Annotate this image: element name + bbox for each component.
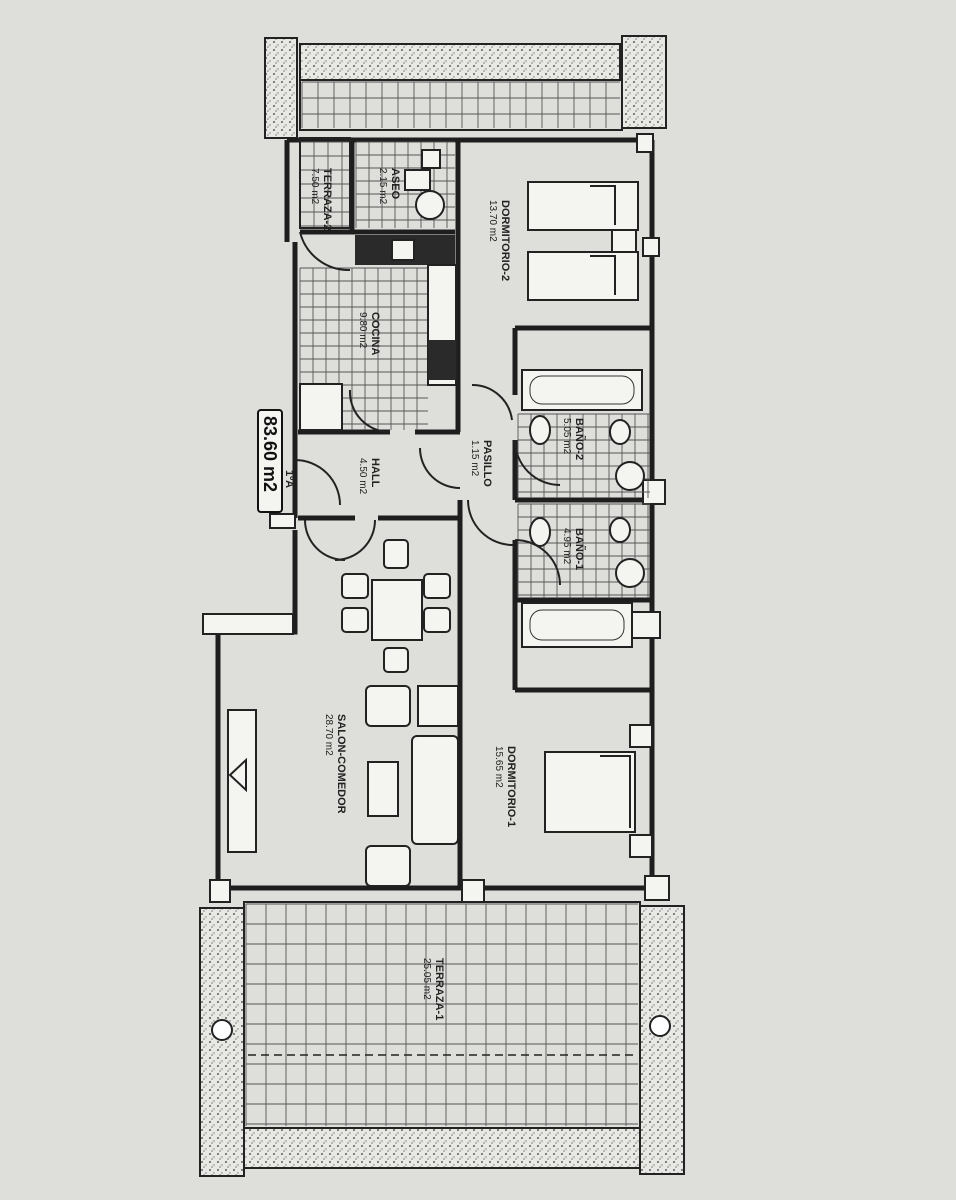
- bano-1-room: [467, 499, 650, 648]
- room-area-hall: 4.50 m2: [357, 458, 368, 495]
- room-area-terraza-1: 25.05 m2: [421, 958, 432, 1000]
- coffee-table-icon: [367, 761, 399, 817]
- armchair-icon: [365, 845, 411, 887]
- aseo-room: [355, 141, 455, 228]
- room-area-salon-comedor: 28.70 m2: [323, 714, 334, 756]
- terraza-2-room: [299, 137, 351, 229]
- top-left-planter: [264, 37, 298, 139]
- chair-icon: [423, 607, 451, 633]
- room-area-aseo: 2.15 m2: [377, 168, 388, 205]
- walls: [215, 137, 660, 891]
- drain-icon: [211, 1019, 233, 1041]
- room-name-bano-1: BAÑO-1: [573, 528, 586, 570]
- room-name-aseo: ASEO: [389, 168, 401, 200]
- room-area-dormitorio-1: 15.65 m2: [493, 746, 504, 788]
- toilet-icon: [529, 415, 551, 445]
- bed-icon: [527, 251, 639, 301]
- tv-icon: [228, 757, 247, 793]
- sofa-icon: [411, 735, 459, 845]
- room-area-dormitorio-2: 13.70 m2: [487, 200, 498, 242]
- top-terrace-tiles: [301, 81, 620, 128]
- stove-icon: [428, 340, 456, 380]
- bano-2-room: [514, 369, 650, 498]
- dormitorio-2-room: [471, 181, 639, 421]
- chair-icon: [423, 573, 451, 599]
- room-name-pasillo: PASILLO: [481, 440, 493, 487]
- armchair-icon: [365, 685, 411, 727]
- total-area-box: [257, 409, 283, 513]
- room-name-hall: HALL: [369, 458, 381, 488]
- top-railing-planter: [299, 43, 621, 81]
- dormitorio-1-room: [544, 724, 653, 858]
- nightstand-icon: [611, 229, 637, 253]
- top-terrace-floor: [299, 79, 623, 131]
- room-area-cocina: 9.80 m2: [357, 312, 368, 349]
- bottom-right-planter: [639, 905, 685, 1175]
- hall-room: [294, 447, 461, 561]
- room-area-terraza-2: 7.50 m2: [309, 168, 320, 205]
- top-right-planter: [621, 35, 667, 129]
- dining-table-icon: [371, 579, 423, 641]
- terraza-1-room: [199, 901, 685, 1177]
- room-name-salon-comedor: SALON-COMEDOR: [335, 714, 347, 814]
- room-name-bano-2: BAÑO-2: [573, 418, 586, 460]
- cocina-room: [299, 231, 457, 434]
- nightstand-icon: [629, 724, 653, 748]
- room-name-terraza-1: TERRAZA-1: [433, 958, 445, 1020]
- sink-icon: [615, 461, 645, 491]
- drain-icon: [649, 1015, 671, 1037]
- bathtub-icon: [521, 369, 643, 411]
- chair-icon: [383, 647, 409, 673]
- room-name-dormitorio-2: DORMITORIO-2: [499, 200, 511, 281]
- bed-icon: [527, 181, 639, 231]
- room-area-pasillo: 1.15 m2: [469, 440, 480, 477]
- tv-unit-icon: [227, 709, 257, 853]
- bottom-railing-planter: [243, 1127, 641, 1169]
- sink-icon: [615, 558, 645, 588]
- room-area-bano-1: 4.95 m2: [561, 528, 572, 565]
- side-table-icon: [417, 685, 459, 727]
- salon-comedor-room: [227, 539, 459, 887]
- toilet-icon: [529, 517, 551, 547]
- chair-icon: [383, 539, 409, 569]
- bottom-left-planter: [199, 907, 245, 1177]
- double-bed-icon: [544, 751, 636, 833]
- chair-icon: [341, 573, 369, 599]
- room-name-terraza-2: TERRAZA-2: [321, 168, 333, 230]
- chair-icon: [341, 607, 369, 633]
- room-name-dormitorio-1: DORMITORIO-1: [505, 746, 517, 827]
- nightstand-icon: [629, 834, 653, 858]
- top-terrace-zone: [264, 35, 667, 139]
- room-name-cocina: COCINA: [369, 312, 381, 355]
- room-area-bano-2: 5.05 m2: [561, 418, 572, 455]
- bidet-icon: [609, 517, 631, 543]
- fridge-icon: [299, 383, 343, 431]
- total-area: 83.60 m2: [260, 416, 280, 492]
- bidet-icon: [609, 419, 631, 445]
- room-labels: TERRAZA-2 7.50 m2 ASEO 2.15 m2 DORMITORI…: [257, 168, 586, 1020]
- entrance-label: 1ºA: [283, 470, 295, 488]
